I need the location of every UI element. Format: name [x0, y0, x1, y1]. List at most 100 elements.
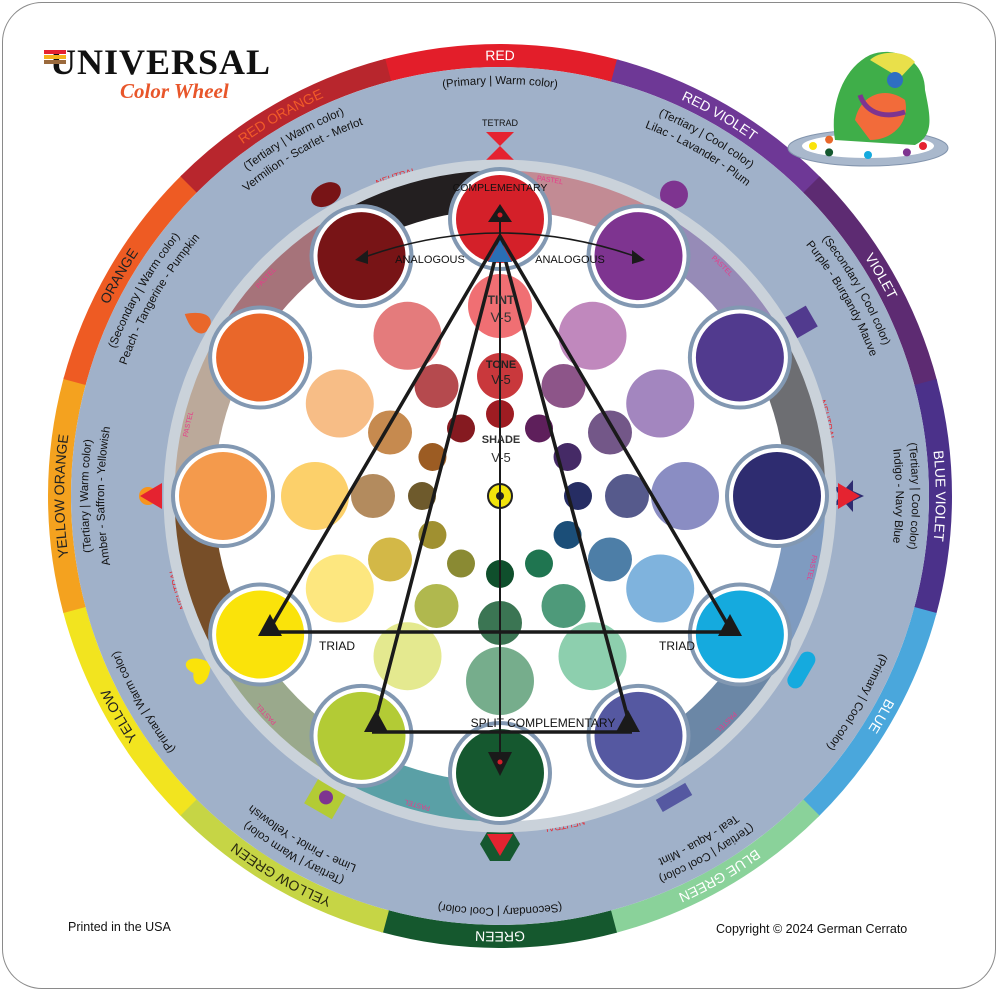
tone-swatch: [414, 364, 459, 409]
tint-label: TINT: [488, 293, 515, 307]
chameleon-illustration: [787, 51, 949, 167]
hue-name-text: RED: [485, 47, 515, 63]
heart-icon: [185, 658, 211, 685]
tint-swatch: [281, 462, 349, 530]
ring-segment-blue-violet: [913, 379, 952, 616]
tint-swatch: [373, 301, 442, 370]
tone-swatch: [541, 583, 586, 628]
hue-type-text: (Primary | Warm color): [441, 75, 558, 91]
harmony-lines: [258, 204, 742, 776]
copyright: Copyright © 2024 German Cerrato: [716, 922, 908, 936]
split-complementary-label: SPLIT COMPLEMENTARY: [471, 716, 616, 730]
shade-swatch: [553, 521, 582, 549]
printed-note: Printed in the USA: [68, 920, 171, 934]
vertex-triangle-icon: [718, 614, 742, 636]
hue-name-text: BLUE VIOLET: [931, 450, 949, 543]
hue-name-text: YELLOW ORANGE: [51, 433, 71, 559]
hue-type-text: (Secondary | Cool color): [437, 900, 563, 917]
pure-swatch: [179, 452, 267, 540]
mini-swatch: [825, 135, 834, 144]
ring-segment-violet: [803, 176, 938, 388]
hue-type-text: (Tertiary | Cool color): [906, 442, 921, 551]
hue-type: (Secondary | Cool color): [437, 900, 563, 917]
pure-swatch: [216, 313, 305, 402]
shade-swatch: [525, 549, 553, 578]
ring-segment-green: [380, 909, 617, 948]
logo: UNIVERSAL Color Wheel: [43, 42, 272, 103]
triad-label-left: TRIAD: [319, 639, 355, 653]
drop-icon: [184, 312, 211, 334]
outer-hue-ring: [48, 44, 952, 948]
mini-swatch: [902, 148, 911, 157]
shade-value: V-5: [491, 450, 511, 465]
tetrad-triangle-icon: [487, 834, 513, 856]
arrow-left-icon: [355, 250, 368, 264]
ring-segment-red-orange: [180, 58, 392, 193]
apex-triangle-icon: [488, 240, 512, 262]
mini-swatch: [825, 148, 834, 157]
logo-subtitle: Color Wheel: [120, 79, 229, 103]
tone-swatch: [587, 537, 632, 582]
ring-segment-orange: [63, 174, 199, 385]
tetrad-triangle-icon: [838, 483, 860, 509]
vertex-triangle-icon: [364, 710, 388, 732]
bar-icon: [655, 782, 693, 812]
hue-name: YELLOW ORANGE: [51, 433, 71, 559]
hue-common-names-text: Indigo - Navy Blue: [890, 448, 905, 544]
tint-value: V-5: [490, 309, 511, 325]
hue-type: (Tertiary | Warm color): [79, 438, 95, 553]
shade-swatch: [418, 443, 447, 471]
hue-common-names: Indigo - Navy Blue: [890, 448, 905, 544]
ring-segment-red-violet: [611, 59, 822, 195]
vertex-dot: [497, 212, 503, 218]
mini-swatch: [864, 151, 872, 159]
hue-type-text: (Tertiary | Warm color): [79, 438, 95, 553]
tint-swatch: [651, 462, 719, 530]
analogous-arc: [361, 232, 641, 259]
hue-type: (Primary | Warm color): [441, 75, 558, 91]
logo-title: UNIVERSAL: [43, 42, 272, 82]
shade-swatch: [408, 482, 436, 510]
mini-swatch: [809, 142, 817, 150]
pastel-label-text: PASTEL: [536, 175, 563, 186]
vertex-dot: [497, 759, 503, 765]
mini-swatch: [919, 142, 927, 150]
ring-segment-red: [383, 44, 620, 83]
ellipse-icon: [311, 182, 341, 208]
ring-segment-blue-green: [608, 799, 820, 934]
shade-swatch: [525, 414, 553, 443]
hue-label-group: RED (Primary | Warm color): [441, 47, 558, 91]
inner-ring: [163, 159, 837, 833]
hue-label-group: GREEN(Secondary | Cool color): [437, 900, 563, 944]
tetrad-triangle-icon: [140, 483, 162, 509]
pure-swatch: [594, 691, 683, 780]
chameleon-stripe: [857, 94, 906, 118]
ring-segment-blue: [801, 607, 937, 818]
chameleon-head: [870, 52, 915, 78]
shade-swatch: [447, 549, 475, 578]
arrow-right-icon: [632, 250, 645, 264]
square-icon: [784, 305, 818, 339]
tone-swatch: [368, 537, 413, 582]
ring-segment-yellow: [62, 604, 197, 816]
tint-swatch: [305, 554, 374, 623]
vertex-triangle-icon: [616, 710, 640, 732]
tint-swatch: [373, 622, 442, 691]
triad-label-right: TRIAD: [659, 639, 695, 653]
tetrad-label: TETRAD: [482, 118, 519, 128]
hue-name: RED: [485, 47, 515, 63]
complementary-label: COMPLEMENTARY: [453, 182, 548, 194]
tint-swatch: [305, 369, 374, 438]
chameleon-eye: [887, 72, 903, 88]
tint-swatch: [626, 369, 695, 438]
rounded-bar-icon: [787, 651, 816, 689]
tone-swatch: [541, 364, 586, 409]
tint-swatch: [626, 554, 695, 623]
tone-swatch: [351, 474, 395, 518]
ring-segment-yellow-orange: [48, 376, 87, 613]
tone-swatch: [605, 474, 649, 518]
hue-type: (Tertiary | Cool color): [906, 442, 921, 551]
